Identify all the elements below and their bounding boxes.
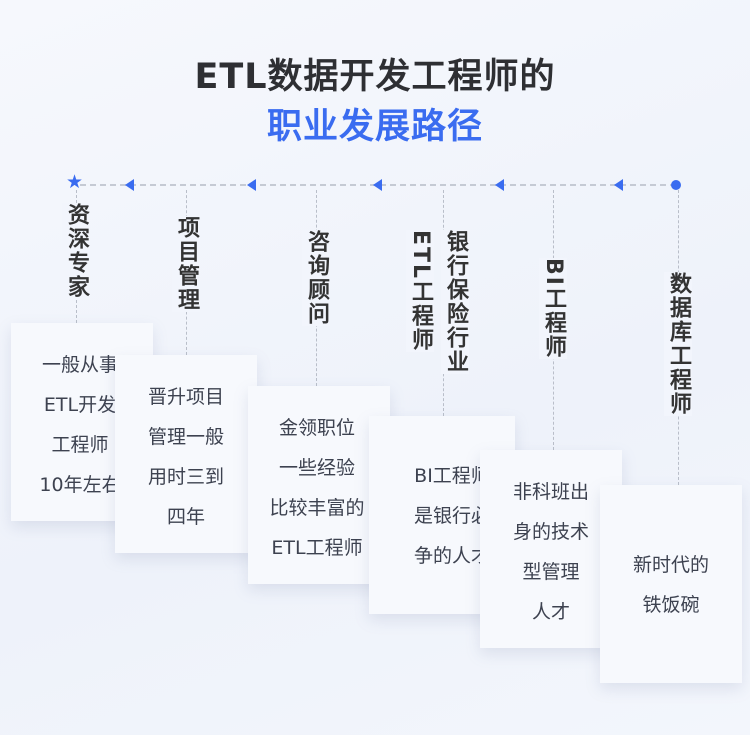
card-text: 用时三到 xyxy=(147,466,224,488)
card-text: 一些经验 xyxy=(278,457,355,479)
card-text: 管理一般 xyxy=(147,426,224,448)
stage-label-etl-engineer: ETL工程师 xyxy=(406,230,434,353)
card-text: 一般从事 xyxy=(41,354,118,376)
stage-label-project-management: 项目管理 xyxy=(172,216,200,312)
card-text: 新时代的 xyxy=(632,554,709,576)
stage-card: 金领职位 一些经验 比较丰富的 ETL工程师 xyxy=(248,386,390,584)
card-text: 金领职位 xyxy=(278,417,355,439)
arrow-left-icon xyxy=(495,179,504,191)
stage-label-database-engineer: 数据库工程师 xyxy=(664,272,692,416)
stage-label-bi-engineer: BI工程师 xyxy=(539,258,567,359)
dot-icon xyxy=(671,180,681,190)
stage-card: 晋升项目 管理一般 用时三到 四年 xyxy=(115,355,257,553)
card-text: 身的技术 xyxy=(512,521,589,543)
arrow-left-icon xyxy=(373,179,382,191)
card-text: 人才 xyxy=(531,601,570,623)
card-text: 争的人才 xyxy=(413,545,490,567)
card-text: 型管理 xyxy=(522,561,580,583)
card-text: 比较丰富的 xyxy=(269,497,365,519)
card-text: 非科班出 xyxy=(512,481,589,503)
card-text: 晋升项目 xyxy=(147,386,224,408)
card-text: BI工程师 xyxy=(414,465,490,487)
card-text: ETL工程师 xyxy=(271,537,363,559)
stage-label-banking-insurance: 银行保险行业 xyxy=(441,230,469,374)
star-icon: ★ xyxy=(66,171,84,193)
stage-card: 新时代的 铁饭碗 xyxy=(600,485,742,683)
arrow-left-icon xyxy=(614,179,623,191)
card-text: 10年左右 xyxy=(39,474,121,496)
card-text: ETL开发 xyxy=(43,394,117,416)
stage-card: 非科班出 身的技术 型管理 人才 xyxy=(480,450,622,648)
stage-label-consultant: 咨询顾问 xyxy=(302,230,330,326)
card-text: 铁饭碗 xyxy=(642,594,700,616)
card-text: 是银行必 xyxy=(413,505,490,527)
card-text: 工程师 xyxy=(51,434,109,456)
card-text: 四年 xyxy=(166,506,205,528)
arrow-left-icon xyxy=(125,179,134,191)
title-line-1: ETL数据开发工程师的 xyxy=(194,57,556,97)
arrow-left-icon xyxy=(247,179,256,191)
title-line-2: 职业发展路径 xyxy=(266,107,483,147)
stage-label-senior-expert: 资深专家 xyxy=(62,203,90,299)
